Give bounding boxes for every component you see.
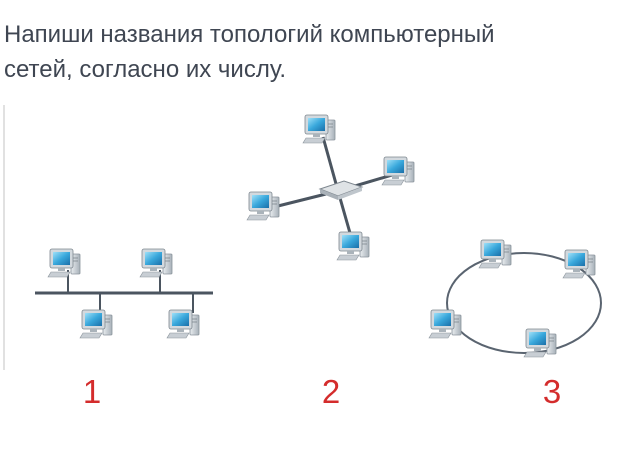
- bus-topology-diagram: 1: [3, 105, 213, 410]
- ring-computer-icon: [523, 328, 557, 358]
- ring-computer-icon: [428, 309, 462, 339]
- diagram-number-1: 1: [83, 373, 101, 410]
- star-computer-icon: [381, 156, 415, 186]
- diagram-number-3: 3: [543, 373, 561, 410]
- star-topology-diagram: 2: [246, 114, 415, 410]
- question-line-2: сетей, согласно их числу.: [4, 56, 287, 83]
- ring-computer-icon: [478, 239, 512, 269]
- diagram-number-2: 2: [322, 373, 340, 410]
- network-topologies-figure: 1 2 3: [0, 95, 626, 425]
- star-computer-icon: [336, 231, 370, 261]
- ring-topology-diagram: 3: [428, 239, 602, 410]
- bus-computer-icon: [139, 248, 173, 278]
- bus-computer-icon: [47, 248, 81, 278]
- bus-computer-icon: [79, 309, 113, 339]
- bus-computer-icon: [166, 309, 200, 339]
- ring-computer-icon: [562, 249, 596, 279]
- question-line-1: Напиши названия топологий компьютерный: [4, 21, 495, 48]
- star-computer-icon: [302, 114, 336, 144]
- question-text: Напиши названия топологий компьютерный с…: [4, 17, 604, 87]
- star-computer-icon: [246, 191, 280, 221]
